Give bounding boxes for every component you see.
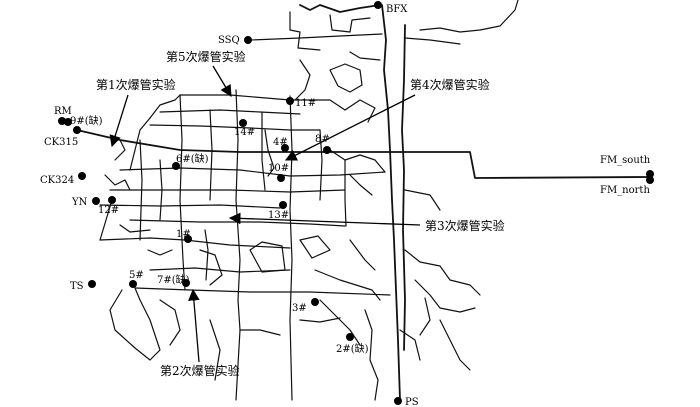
trunk-north [299,4,381,13]
exp4-label: 第4次爆管实验 [410,77,490,92]
trunk-east-parallel [401,24,406,351]
station-ssq-label: SSQ [218,35,240,46]
station-1-label: 1# [176,229,191,240]
station-6-marker[interactable] [172,162,180,170]
station-yn-label: YN [71,197,88,208]
station-ck324-label: CK324 [40,175,74,186]
experiment-callouts: 第1次爆管实验 第5次爆管实验 第4次爆管实验 第3次爆管实验 第2次爆管实验 [96,49,505,378]
exp4-arrow [284,94,416,161]
station-fm-north-marker[interactable] [646,176,654,184]
station-ck324-marker[interactable] [78,172,86,180]
station-8-marker[interactable] [323,146,331,154]
exp1-arrow [109,94,129,148]
station-10-label: 10# [268,163,289,174]
station-bfx-label: BFX [386,4,408,15]
exp5-arrow [212,65,232,98]
station-rm-marker[interactable] [58,117,66,125]
station-fm-south-label: FM_south [600,155,651,166]
station-6-label: 6#(缺) [176,152,209,165]
station-fm-south-marker[interactable] [646,170,654,178]
pipe-network [76,0,651,401]
station-3-marker[interactable] [311,298,319,306]
station-ck315-label: CK315 [44,137,78,148]
station-4-label: 4# [273,137,288,148]
station-5-label: 5# [129,270,144,281]
station-12-marker[interactable] [108,196,116,204]
station-7-label: 7#(缺) [157,273,190,286]
station-ssq-marker[interactable] [244,36,252,44]
exp1-label: 第1次爆管实验 [96,77,176,92]
station-ck315-marker[interactable] [73,126,81,134]
station-7-marker[interactable] [182,279,190,287]
station-11-marker[interactable] [286,97,294,105]
exp3-label: 第3次爆管实验 [425,218,505,233]
station-rm-label: RM [54,106,72,117]
station-ps-label: PS [405,397,419,407]
trunk-to-fm [399,151,651,179]
station-1-marker[interactable] [184,235,192,243]
station-fm-north-label: FM_north [600,185,650,196]
station-bfx-marker[interactable] [374,1,382,9]
station-4-marker[interactable] [281,144,289,152]
station-12-label: 12# [98,205,119,216]
station-10-marker[interactable] [277,174,285,182]
station-ps-marker[interactable] [394,397,402,405]
station-14-marker[interactable] [239,119,247,127]
station-markers: BFX SSQ RM 9#(缺) CK315 CK324 YN 12# 11# … [40,1,654,407]
trunk-east-vertical [381,4,401,401]
station-ts-label: TS [70,281,84,292]
station-9-label: 9#(缺) [70,114,103,127]
exp3-arrow [228,212,421,226]
exp5-label: 第5次爆管实验 [166,49,246,64]
station-2-marker[interactable] [346,333,354,341]
exp2-arrow [188,288,200,363]
station-ts-marker[interactable] [88,280,96,288]
station-13-marker[interactable] [279,201,287,209]
station-yn-marker[interactable] [92,197,100,205]
station-9-marker[interactable] [64,118,72,126]
station-2-label: 2#(缺) [336,342,369,355]
station-8-label: 8# [315,134,330,145]
station-14-label: 14# [234,127,255,138]
station-11-label: 11# [295,98,316,109]
exp2-label: 第2次爆管实验 [160,363,240,378]
station-13-label: 13# [268,210,289,221]
station-5-marker[interactable] [129,280,137,288]
station-3-label: 3# [292,303,307,314]
